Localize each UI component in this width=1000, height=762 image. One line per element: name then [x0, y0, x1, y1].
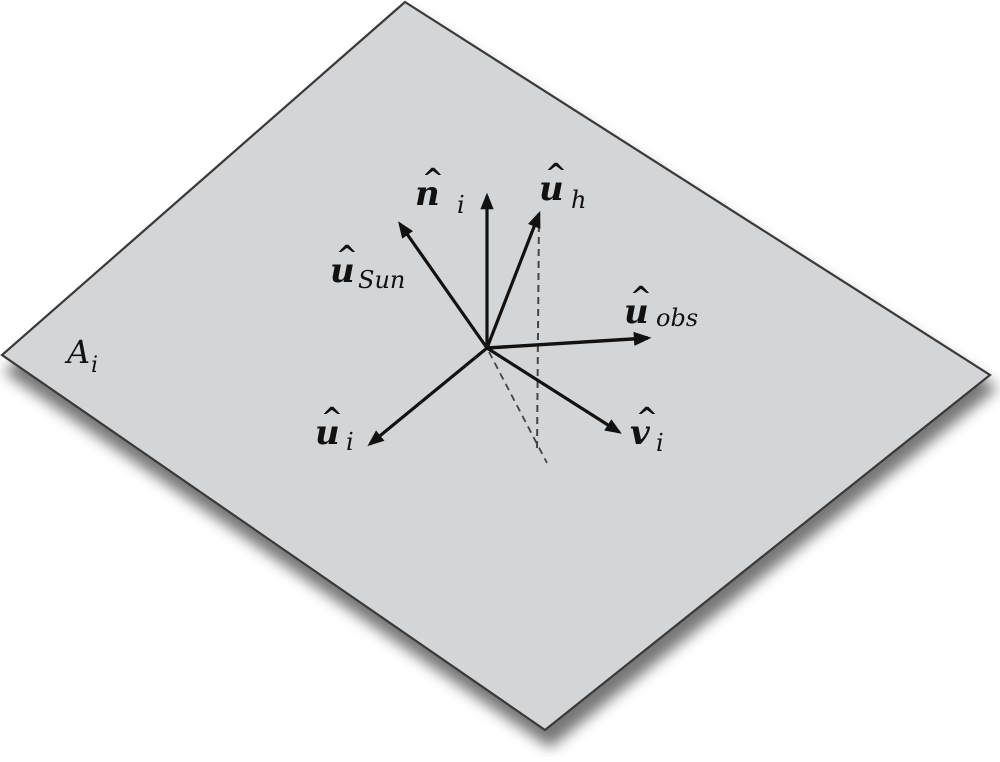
label-v-i-main: v: [630, 413, 651, 453]
label-u-h: ^ u h: [539, 159, 586, 214]
hat-glyph: ^: [422, 164, 444, 194]
label-u-i-sub: i: [346, 428, 354, 456]
vector-u-sun-arrow: [398, 221, 489, 349]
label-n-i: ^ n i: [415, 164, 465, 219]
label-n-i-main: n: [415, 174, 440, 214]
label-v-i-sub: i: [656, 429, 664, 457]
label-n-i-sub: i: [457, 191, 465, 219]
label-u-obs-main: u: [624, 292, 649, 332]
hat-glyph: ^: [545, 159, 567, 189]
label-u-obs: ^ u obs: [624, 282, 698, 332]
hat-glyph: ^: [336, 241, 358, 271]
vector-u-i-arrow: [367, 346, 489, 447]
label-v-i: ^ v i: [630, 403, 664, 457]
label-u-sun-sub: Sun: [358, 266, 405, 294]
label-u-i: ^ u i: [315, 403, 354, 456]
hat-glyph: ^: [636, 403, 658, 433]
hat-glyph: ^: [630, 282, 652, 312]
label-u-sun-main: u: [330, 251, 355, 291]
label-u-h-main: u: [539, 169, 564, 209]
label-u-sun: ^ u Sun: [330, 241, 405, 294]
label-u-h-sub: h: [571, 186, 586, 214]
hat-glyph: ^: [321, 403, 343, 433]
plane-label-a-i: A i: [64, 333, 98, 378]
plane-label-main: A: [64, 333, 90, 371]
vector-u-obs-arrow: [486, 331, 652, 350]
label-u-obs-sub: obs: [656, 304, 698, 332]
vector-u-h-arrow: [485, 210, 541, 349]
label-u-i-main: u: [315, 413, 340, 453]
dashed-projection-line-diagonal: [488, 351, 548, 464]
dashed-projection-line-vertical: [536, 212, 540, 453]
vector-v-i-arrow: [486, 346, 622, 434]
plane-label-sub: i: [91, 353, 98, 378]
